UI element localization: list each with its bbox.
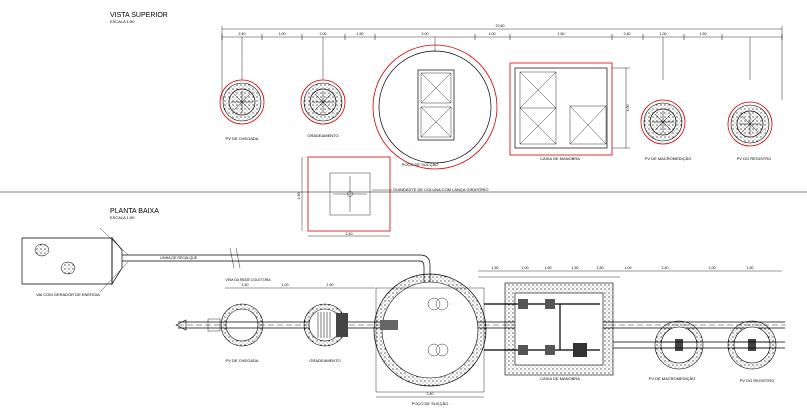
top-caixa-manobra: 1,00 CAIXA DE MANOBRA bbox=[509, 62, 630, 161]
svg-text:1,00: 1,00 bbox=[282, 283, 289, 287]
svg-text:1,50: 1,50 bbox=[558, 32, 565, 36]
plan-caixa-manobra: CAIXA DE MANOBRA bbox=[484, 282, 614, 381]
svg-text:GUINDASTE DE COLUNA COM LANÇA: GUINDASTE DE COLUNA COM LANÇA GIRATÓRIO bbox=[393, 187, 489, 192]
top-guindaste: 2,40 1,50 GUINDASTE DE COLUNA COM LANÇA … bbox=[297, 156, 489, 237]
svg-text:POÇO DE SUCÇÃO: POÇO DE SUCÇÃO bbox=[412, 401, 449, 406]
svg-text:2,40: 2,40 bbox=[662, 266, 669, 270]
svg-text:2,40: 2,40 bbox=[427, 392, 434, 396]
svg-text:1,50: 1,50 bbox=[572, 266, 579, 270]
svg-text:1,00: 1,00 bbox=[625, 266, 632, 270]
svg-text:1,50: 1,50 bbox=[297, 193, 301, 200]
svg-text:CAIXA DE MANOBRA: CAIXA DE MANOBRA bbox=[540, 156, 580, 161]
svg-text:PV DE MACROMEDIÇÃO: PV DE MACROMEDIÇÃO bbox=[649, 376, 696, 381]
svg-text:1,00: 1,00 bbox=[522, 266, 529, 270]
plan-pv-chegada: PV DE CHEGADA bbox=[207, 303, 264, 363]
svg-text:PV DO REGISTRO: PV DO REGISTRO bbox=[740, 378, 774, 383]
plan-outlet-pipe bbox=[613, 341, 785, 349]
svg-text:2,00: 2,00 bbox=[422, 32, 429, 36]
svg-text:2,00: 2,00 bbox=[320, 32, 327, 36]
svg-text:CAIXA DE MANOBRA: CAIXA DE MANOBRA bbox=[540, 376, 580, 381]
svg-text:VEM DA REDE COLETORA: VEM DA REDE COLETORA bbox=[225, 278, 271, 282]
top-pv-macromedicao: PV DE MACROMEDIÇÃO bbox=[640, 37, 692, 161]
plan-recalque-pipe: LINHA DE RECALQUE bbox=[122, 247, 431, 285]
svg-text:PV DE MACROMEDIÇÃO: PV DE MACROMEDIÇÃO bbox=[645, 156, 692, 161]
plan-view-title: PLANTA BAIXA bbox=[110, 208, 159, 215]
svg-text:1,00: 1,00 bbox=[660, 32, 667, 36]
top-poco-succao: POÇO DE SUCÇÃO bbox=[372, 37, 498, 170]
plan-generator: VAI COM GERADOR DE ENERGIA bbox=[21, 227, 129, 297]
svg-text:PV DE CHEGADA: PV DE CHEGADA bbox=[226, 358, 259, 363]
svg-text:1,00: 1,00 bbox=[709, 266, 716, 270]
svg-text:2,40: 2,40 bbox=[624, 32, 631, 36]
svg-text:22,60: 22,60 bbox=[496, 24, 505, 28]
svg-text:PV DO REGISTRO: PV DO REGISTRO bbox=[737, 156, 771, 161]
svg-text:2,40: 2,40 bbox=[346, 232, 353, 236]
svg-text:1,50: 1,50 bbox=[327, 283, 334, 287]
svg-text:1,50: 1,50 bbox=[242, 283, 249, 287]
svg-text:1,50: 1,50 bbox=[492, 266, 499, 270]
top-pv-chegada: PV DE CHEGADA bbox=[219, 37, 265, 141]
plan-pv-registro: PV DO REGISTRO bbox=[727, 320, 777, 383]
svg-text:1,50: 1,50 bbox=[357, 32, 364, 36]
plan-left-dimensions: 1,50 1,00 1,50 VEM DA REDE COLETORA bbox=[225, 278, 375, 289]
top-view-title: VISTA SUPERIOR bbox=[110, 12, 168, 19]
svg-text:LINHA DE RECALQUE: LINHA DE RECALQUE bbox=[160, 256, 198, 260]
top-view-scale: ESCALA 1:50 bbox=[110, 19, 135, 24]
svg-text:1,50: 1,50 bbox=[747, 266, 754, 270]
plan-pv-macromedicao: PV DE MACROMEDIÇÃO bbox=[649, 320, 704, 381]
top-segment-dimensions: 2,40 1,00 2,00 1,50 2,00 1,00 1,50 2,40 … bbox=[221, 32, 783, 40]
svg-text:PV DE CHEGADA: PV DE CHEGADA bbox=[226, 136, 259, 141]
svg-text:1,00: 1,00 bbox=[626, 105, 630, 112]
svg-text:GRADEAMENTO: GRADEAMENTO bbox=[309, 358, 340, 363]
svg-text:1,00: 1,00 bbox=[279, 32, 286, 36]
svg-text:POÇO DE SUCÇÃO: POÇO DE SUCÇÃO bbox=[402, 162, 439, 167]
plan-poco-succao: 2,40 POÇO DE SUCÇÃO bbox=[373, 273, 487, 406]
svg-text:2,40: 2,40 bbox=[239, 32, 246, 36]
svg-text:GRADEAMENTO: GRADEAMENTO bbox=[307, 133, 338, 138]
top-gradeamento: GRADEAMENTO bbox=[300, 37, 346, 138]
svg-text:1,50: 1,50 bbox=[545, 266, 552, 270]
plan-right-dimensions: 1,50 1,00 1,50 1,50 1,50 1,00 2,40 1,00 … bbox=[478, 266, 782, 278]
svg-text:1,50: 1,50 bbox=[597, 266, 604, 270]
top-pv-registro: PV DO REGISTRO bbox=[727, 37, 773, 161]
svg-text:VAI COM GERADOR DE ENERGIA: VAI COM GERADOR DE ENERGIA bbox=[36, 292, 100, 297]
svg-text:1,50: 1,50 bbox=[700, 32, 707, 36]
plan-view-scale: ESCALA 1:50 bbox=[110, 215, 135, 220]
plan-gradeamento: GRADEAMENTO bbox=[303, 303, 348, 363]
svg-text:1,00: 1,00 bbox=[489, 32, 496, 36]
